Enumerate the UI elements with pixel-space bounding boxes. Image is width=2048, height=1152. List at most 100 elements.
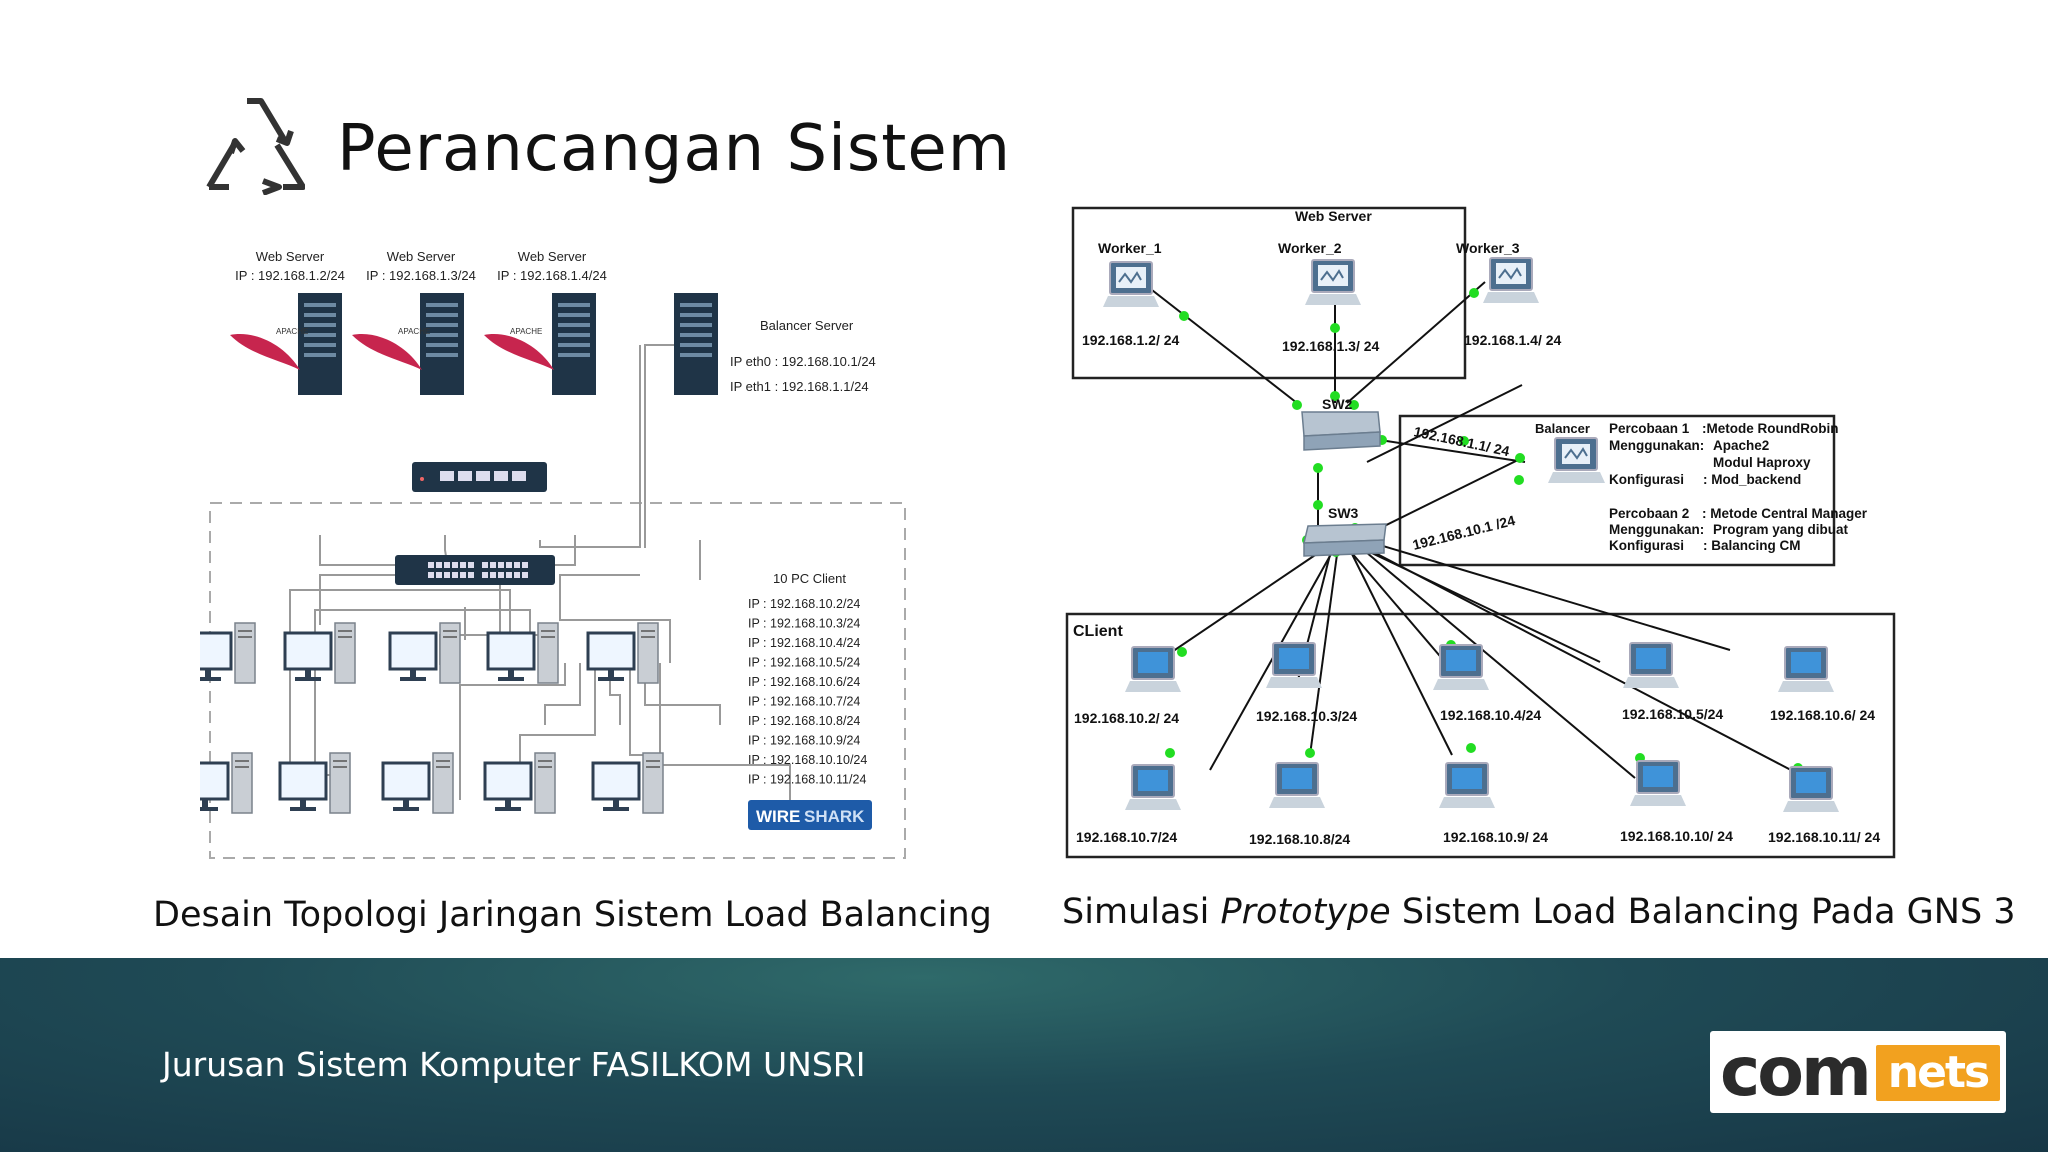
web-server-label-3: Web Server (518, 249, 587, 264)
balancer-eth0: IP eth0 : 192.168.10.1/24 (730, 354, 876, 369)
note-value: : Metode Central Manager (1702, 506, 1868, 521)
note-key: Percobaan 2 (1609, 506, 1689, 521)
wireshark-logo: WIRE SHARK (748, 800, 872, 830)
clients-title: 10 PC Client (773, 571, 846, 586)
svg-text:WIRE: WIRE (756, 807, 800, 826)
pc-icon (1623, 642, 1679, 688)
note-key: Konfigurasi (1609, 538, 1684, 553)
svg-text:SHARK: SHARK (804, 807, 865, 826)
worker-ip: 192.168.1.2/ 24 (1082, 332, 1180, 348)
apache-feather-icon: APACHE (352, 327, 430, 370)
pc-icon (1305, 259, 1361, 305)
pc-row (200, 752, 664, 814)
web-server-label-2: Web Server (387, 249, 456, 264)
web-server-ip-1: IP : 192.168.1.2/24 (235, 268, 345, 283)
balancer-eth1: IP eth1 : 192.168.1.1/24 (730, 379, 869, 394)
pc-icon (1483, 257, 1539, 303)
switch-sw3-icon (1303, 523, 1387, 557)
note-key: Menggunakan: (1609, 438, 1704, 453)
client-ip: IP : 192.168.10.9/24 (748, 734, 860, 748)
desktop-pc-icon (283, 622, 356, 684)
server-rack-icon (298, 293, 342, 395)
footer-text: Jurusan Sistem Komputer FASILKOM UNSRI (162, 1045, 866, 1084)
pc-icon (1266, 642, 1322, 688)
note-value: Apache2 (1713, 438, 1769, 453)
pc-icon (1433, 644, 1489, 690)
slide-title: Perancangan Sistem (337, 112, 1012, 186)
web-server-box (1071, 206, 1467, 380)
client-ip: IP : 192.168.10.5/24 (748, 656, 860, 670)
switch-sw2-icon (1301, 411, 1381, 451)
web-server-label-1: Web Server (256, 249, 325, 264)
switch-icon (412, 462, 547, 492)
client-ip-label: 192.168.10.6/ 24 (1770, 707, 1875, 723)
sw3-label: SW3 (1328, 505, 1359, 521)
pc-icon (1269, 762, 1325, 808)
svg-text:APACHE: APACHE (398, 327, 430, 336)
balancer-rack-icon (674, 293, 718, 395)
worker-pcs: Worker_1 192.168.1.2/ 24 Worker_2 192.168.1… (1082, 240, 1562, 354)
worker-ip: 192.168.1.4/ 24 (1464, 332, 1562, 348)
client-ip: IP : 192.168.10.11/24 (748, 773, 866, 787)
topology-diagram: Web Server IP : 192.168.1.2/24 Web Serve… (200, 249, 906, 859)
balancer-notes: Percobaan 1:Metode RoundRobinMenggunakan… (1609, 421, 1868, 553)
balancer-pc-icon (1548, 437, 1605, 483)
client-ip: IP : 192.168.10.8/24 (748, 714, 860, 728)
client-ip-list: IP : 192.168.10.2/24 IP : 192.168.10.3/24… (748, 597, 867, 787)
caption-right: Simulasi Prototype Sistem Load Balancing… (1062, 892, 2016, 932)
balancer-label: Balancer (1535, 421, 1590, 436)
desktop-pc-icon (591, 752, 664, 814)
worker-name: Worker_1 (1098, 240, 1162, 256)
client-ip-label: 192.168.10.4/24 (1440, 707, 1541, 723)
switch-icon (395, 555, 555, 585)
server-rack-icon (552, 293, 596, 395)
pc-icon (1103, 261, 1159, 307)
client-ip-label: 192.168.10.10/ 24 (1620, 828, 1733, 844)
desktop-pc-icon (381, 752, 454, 814)
web-server-ip-3: IP : 192.168.1.4/24 (497, 268, 607, 283)
svg-text:APACHE: APACHE (276, 327, 308, 336)
caption-left: Desain Topologi Jaringan Sistem Load Bal… (153, 895, 992, 935)
pc-icon (1630, 760, 1686, 806)
worker-name: Worker_2 (1278, 240, 1342, 256)
client-ip: IP : 192.168.10.10/24 (748, 753, 867, 767)
client-ip-label: 192.168.10.8/24 (1249, 831, 1350, 847)
client-ip-label: 192.168.10.9/ 24 (1443, 829, 1548, 845)
apache-feather-icon: APACHE (484, 327, 554, 370)
note-value: : Mod_backend (1703, 472, 1801, 487)
pc-icon (1125, 646, 1181, 692)
worker-name: Worker_3 (1456, 240, 1520, 256)
pc-icon (1125, 764, 1181, 810)
client-ip: IP : 192.168.10.3/24 (748, 617, 860, 631)
desktop-pc-icon (586, 622, 659, 684)
client-ip: IP : 192.168.10.2/24 (748, 597, 860, 611)
svg-text:APACHE: APACHE (510, 327, 542, 336)
desktop-pc-icon (200, 752, 253, 814)
web-server-ip-2: IP : 192.168.1.3/24 (366, 268, 476, 283)
pc-icon (1783, 766, 1839, 812)
note-value: Program yang dibuat (1713, 522, 1849, 537)
desktop-pc-icon (278, 752, 351, 814)
desktop-pc-icon (388, 622, 461, 684)
note-value: Modul Haproxy (1713, 455, 1811, 470)
client-ip: IP : 192.168.10.4/24 (748, 636, 860, 650)
balancer-box (1398, 414, 1836, 567)
balancer-server-label: Balancer Server (760, 318, 854, 333)
recycle-triangle-icon (206, 98, 305, 195)
note-key: Percobaan 1 (1609, 421, 1690, 436)
server-rack-icon (420, 293, 464, 395)
client-ip: IP : 192.168.10.6/24 (748, 675, 860, 689)
pc-row (200, 622, 659, 684)
balancer-ip-2: 192.168.10.1 /24 (1411, 512, 1517, 553)
client-ip-label: 192.168.10.7/24 (1076, 829, 1177, 845)
desktop-pc-icon (200, 622, 256, 684)
client-ip-label: 192.168.10.11/ 24 (1768, 829, 1880, 845)
pc-icon (1778, 646, 1834, 692)
client-box (1065, 612, 1896, 859)
note-value: : Balancing CM (1703, 538, 1801, 553)
client-box-label: CLient (1073, 623, 1123, 640)
gns3-simulation-diagram: Web Server CLient (1065, 206, 1896, 859)
desktop-pc-icon (486, 622, 559, 684)
client-ip-label: 192.168.10.5/24 (1622, 706, 1723, 722)
